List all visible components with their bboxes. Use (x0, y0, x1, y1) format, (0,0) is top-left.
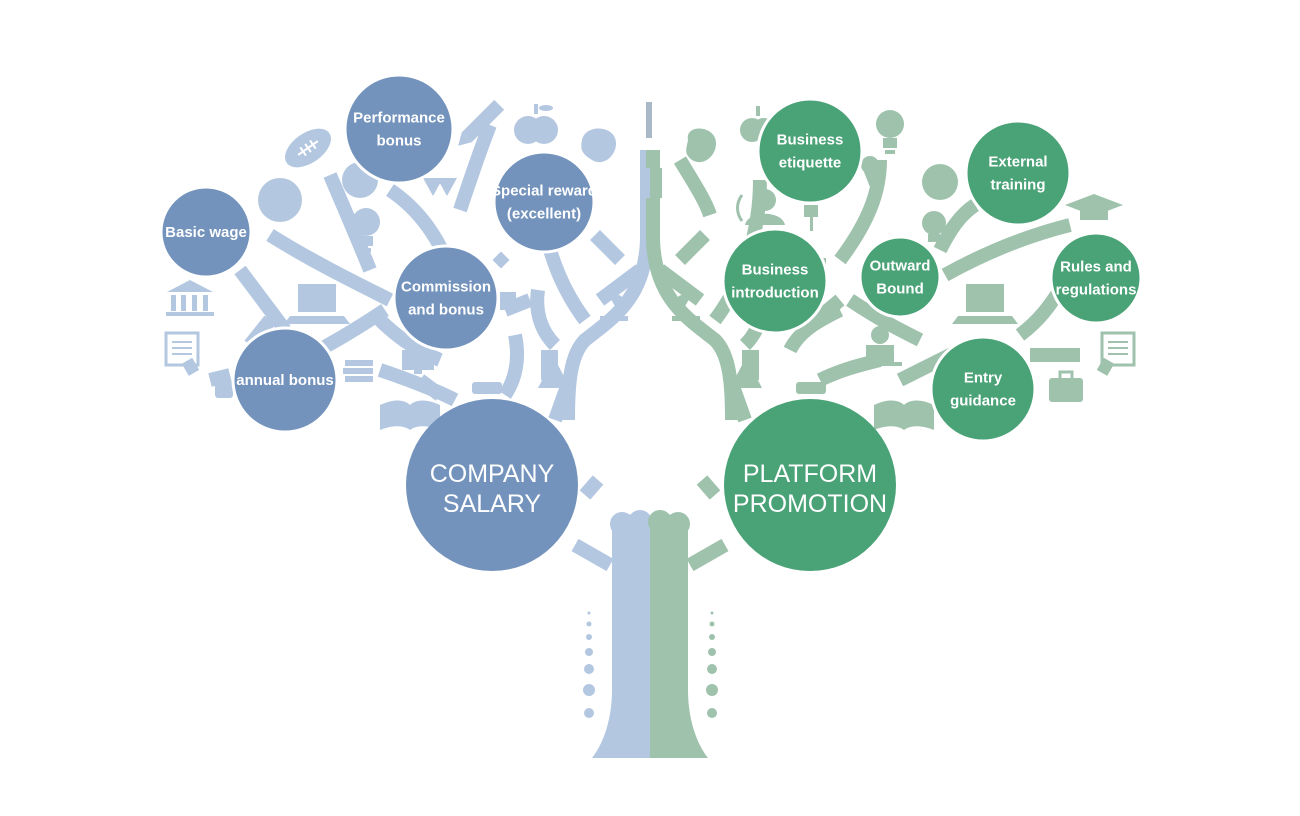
loudspeaker-icon (736, 189, 785, 225)
node-circle (756, 97, 864, 205)
node-label: Entry (964, 370, 1003, 387)
node-label: bonus (377, 133, 422, 150)
node-rules-and-regulations[interactable]: Rules and regulations (1049, 231, 1143, 325)
node-label: External (988, 154, 1047, 171)
football-icon (285, 128, 331, 168)
node-label: Commission (401, 279, 491, 296)
node-basic-wage[interactable]: Basic wage (159, 185, 253, 279)
globe-icon (922, 164, 958, 200)
main-label-line2: PROMOTION (733, 490, 887, 518)
laptop-icon (284, 284, 350, 324)
book-icon (640, 168, 650, 198)
node-circle (392, 244, 500, 352)
node-external-training[interactable]: External training (964, 119, 1072, 227)
node-special-reward[interactable]: Special reward (excellent) (491, 150, 597, 254)
main-node-company-salary[interactable]: COMPANY SALARY (406, 399, 578, 571)
laptop-icon (952, 284, 1018, 324)
award-ribbon-icon (423, 178, 457, 196)
node-label: Basic wage (165, 224, 247, 241)
pencil-icon (458, 99, 505, 146)
lightbulb-icon (922, 211, 946, 242)
dot-decoration (472, 382, 502, 394)
branches-left (208, 122, 654, 572)
node-business-introduction[interactable]: Business introduction (721, 227, 829, 335)
node-label: Rules and (1060, 259, 1132, 276)
bean-icon (581, 128, 616, 163)
briefcase-icon (1049, 370, 1083, 402)
node-label: annual bonus (236, 372, 334, 389)
node-label: Business (742, 262, 809, 279)
globe-icon (258, 178, 302, 222)
dot-column-right (706, 611, 718, 718)
bean-icon (686, 128, 716, 163)
node-label: and bonus (408, 302, 484, 319)
book-icon (650, 168, 662, 198)
monitor-icon (402, 350, 434, 374)
node-label: Bound (876, 281, 923, 298)
main-label-line1: COMPANY (430, 460, 555, 488)
node-label: Outward (870, 258, 931, 275)
node-circle (964, 119, 1072, 227)
graduation-cap-icon (1065, 194, 1123, 220)
node-circle (929, 335, 1037, 443)
open-book-icon (380, 400, 440, 430)
node-label: guidance (950, 393, 1016, 410)
lightbulb-icon (876, 110, 904, 154)
node-circle (858, 235, 942, 319)
trunk-left-half (592, 514, 650, 758)
node-label: Special reward (491, 183, 597, 200)
apple-icon (514, 104, 558, 144)
node-label: Business (777, 132, 844, 149)
teacher-icon (858, 326, 902, 366)
node-label: Performance (353, 110, 445, 127)
node-performance-bonus[interactable]: Performance bonus (343, 73, 455, 185)
dot-decoration (796, 382, 826, 394)
main-label-line2: SALARY (443, 490, 542, 518)
award-ribbon-icon (861, 156, 880, 192)
node-circle (231, 326, 339, 434)
node-label: training (991, 177, 1046, 194)
node-annual-bonus[interactable]: annual bonus (231, 326, 339, 434)
trunk-right-half (650, 514, 708, 758)
microscope-icon (672, 287, 700, 321)
bank-icon (166, 280, 214, 316)
tree-trunk (592, 510, 708, 758)
node-entry-guidance[interactable]: Entry guidance (929, 335, 1037, 443)
microscope-icon (600, 287, 628, 321)
dot-decoration (215, 380, 233, 398)
node-circle (343, 73, 455, 185)
node-circle (492, 150, 596, 254)
node-circle (159, 185, 253, 279)
main-label-line1: PLATFORM (743, 460, 877, 488)
pen-icon (500, 292, 516, 310)
dot-decoration (492, 251, 510, 269)
document-icon (1096, 331, 1136, 376)
test-tube-icon (646, 102, 652, 138)
pushpin-icon (804, 205, 818, 231)
node-circle (721, 227, 829, 335)
open-book-icon (874, 400, 934, 430)
books-stack-icon (343, 360, 373, 382)
node-commission-and-bonus[interactable]: Commission and bonus (392, 244, 500, 352)
node-label: (excellent) (507, 206, 581, 223)
document-icon (164, 331, 200, 376)
node-label: introduction (731, 285, 818, 302)
node-circle (1049, 231, 1143, 325)
flask-icon (538, 350, 570, 388)
flask-icon (730, 350, 762, 388)
lightbulb-icon (352, 208, 380, 252)
main-node-platform-promotion[interactable]: PLATFORM PROMOTION (724, 399, 896, 571)
node-label: etiquette (779, 155, 842, 172)
dot-column-left (583, 611, 595, 718)
node-business-etiquette[interactable]: Business etiquette (756, 97, 864, 205)
node-label: regulations (1056, 282, 1137, 299)
